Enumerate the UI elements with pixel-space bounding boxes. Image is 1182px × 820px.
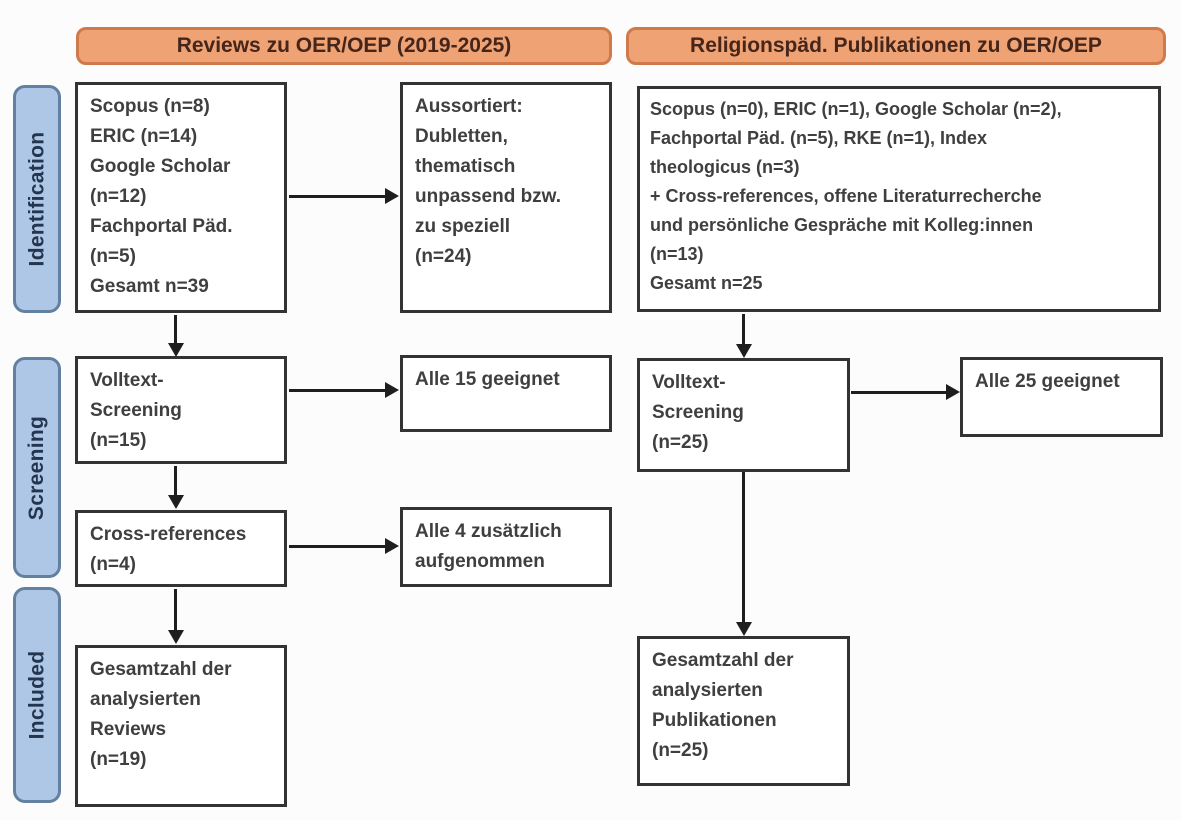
stage-label-screening: Screening [13, 357, 61, 578]
box-reviews-crossref: Cross-references (n=4) [75, 510, 287, 587]
box-relpaed-fulltext-screening: Volltext- Screening (n=25) [637, 358, 850, 472]
arrow-line [742, 314, 745, 345]
column-header-reviews: Reviews zu OER/OEP (2019-2025) [76, 27, 612, 65]
box-reviews-excluded: Aussortiert: Dubletten, thematisch unpas… [400, 82, 612, 313]
box-relpaed-included: Gesamtzahl der analysierten Publikatione… [637, 636, 850, 786]
arrow-line [174, 315, 177, 344]
arrow-head [385, 538, 399, 554]
arrow-line [289, 195, 385, 198]
arrow-head [168, 495, 184, 509]
box-reviews-fulltext-result: Alle 15 geeignet [400, 355, 612, 432]
arrow-head [168, 343, 184, 357]
arrow-line [289, 389, 385, 392]
arrow-head [168, 630, 184, 644]
arrow-head [385, 382, 399, 398]
arrow-head [736, 344, 752, 358]
box-relpaed-fulltext-result: Alle 25 geeignet [960, 357, 1163, 437]
box-reviews-fulltext-screening: Volltext- Screening (n=15) [75, 356, 287, 464]
arrow-line [289, 545, 385, 548]
arrow-line [742, 472, 745, 623]
column-header-religionspaed: Religionspäd. Publikationen zu OER/OEP [626, 27, 1166, 65]
stage-label-identification: Identification [13, 85, 61, 313]
arrow-line [174, 589, 177, 631]
arrow-line [851, 391, 947, 394]
arrow-head [385, 188, 399, 204]
arrow-head [946, 384, 960, 400]
stage-label-included-text: Included [25, 650, 48, 740]
stage-label-screening-text: Screening [25, 415, 49, 520]
box-reviews-included: Gesamtzahl der analysierten Reviews (n=1… [75, 645, 287, 807]
stage-label-included: Included [13, 587, 61, 803]
arrow-line [174, 466, 177, 497]
box-reviews-crossref-result: Alle 4 zusätzlich aufgenommen [400, 507, 612, 587]
box-reviews-sources: Scopus (n=8) ERIC (n=14) Google Scholar … [75, 82, 287, 313]
box-relpaed-sources: Scopus (n=0), ERIC (n=1), Google Scholar… [637, 86, 1161, 312]
arrow-head [736, 622, 752, 636]
stage-label-identification-text: Identification [25, 131, 48, 267]
